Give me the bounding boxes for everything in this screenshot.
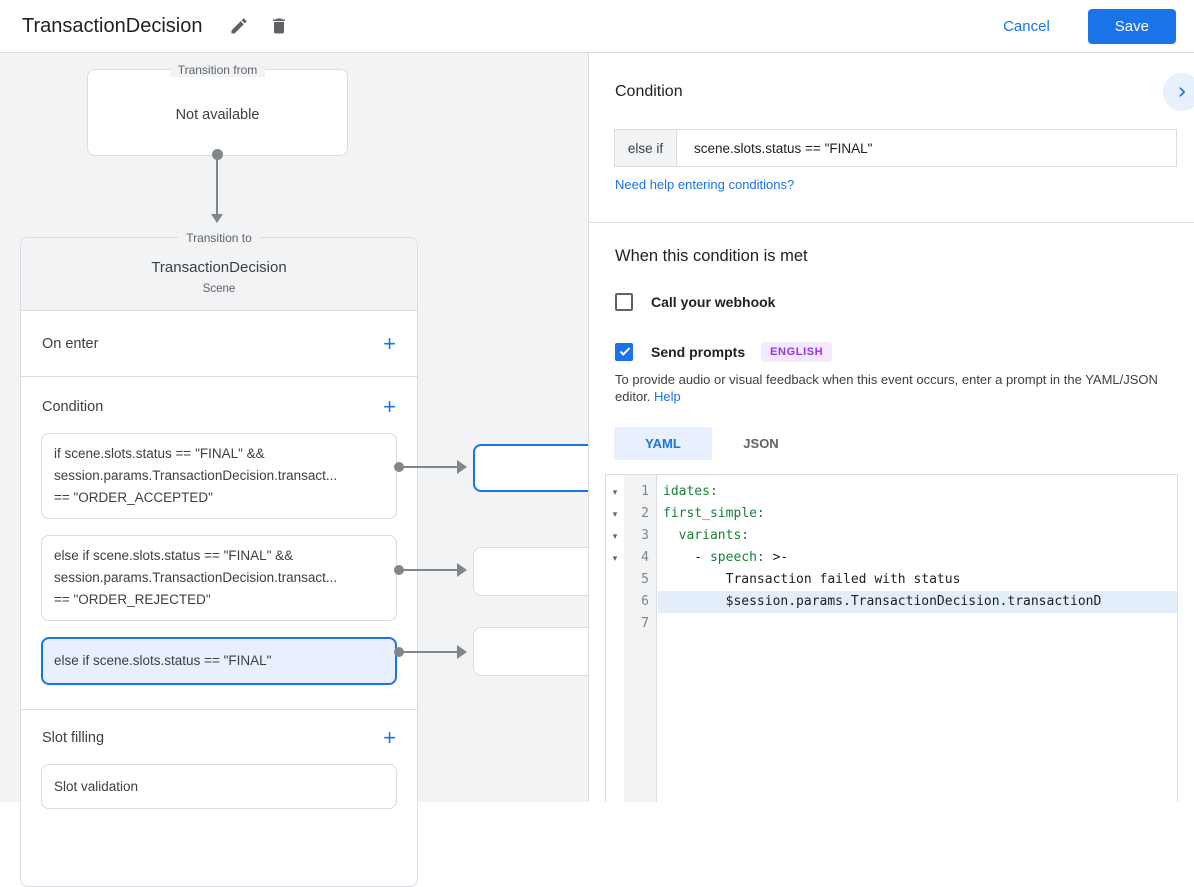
- code-line[interactable]: idates:: [658, 481, 1177, 503]
- collapse-panel-button[interactable]: [1163, 73, 1194, 111]
- condition-expression-row: else if scene.slots.status == "FINAL": [614, 129, 1177, 167]
- top-bar: TransactionDecision Cancel Save: [0, 0, 1194, 53]
- fold-arrow-icon[interactable]: ▾: [606, 547, 624, 569]
- condition-prefix-label: else if: [615, 130, 677, 166]
- scene-name: TransactionDecision: [21, 238, 417, 276]
- section-divider: [589, 222, 1194, 223]
- call-webhook-label: Call your webhook: [651, 294, 775, 310]
- panel-title: Condition: [615, 83, 683, 101]
- condition-detail-panel: Condition else if scene.slots.status == …: [588, 53, 1194, 802]
- line-number: 2: [624, 503, 656, 525]
- scene-card: Transition to TransactionDecision Scene …: [20, 237, 418, 887]
- code-line[interactable]: $session.params.TransactionDecision.tran…: [658, 591, 1177, 613]
- send-prompts-label: Send prompts: [651, 344, 745, 360]
- fold-spacer: [606, 613, 624, 635]
- editor-fold-column: ▾▾▾▾: [606, 475, 624, 802]
- condition-line: == "ORDER_ACCEPTED": [54, 487, 384, 509]
- add-on-enter-icon[interactable]: +: [383, 333, 396, 355]
- page-title: TransactionDecision: [22, 15, 202, 38]
- condition-connector: [394, 645, 474, 659]
- on-enter-label: On enter: [42, 336, 98, 352]
- tab-yaml[interactable]: YAML: [614, 427, 712, 460]
- code-line[interactable]: Transaction failed with status: [658, 569, 1177, 591]
- condition-section: Condition + if scene.slots.status == "FI…: [21, 377, 417, 710]
- edit-icon[interactable]: [229, 16, 249, 36]
- slot-validation-card[interactable]: Slot validation: [41, 764, 397, 809]
- transition-from-box: Transition from Not available: [87, 69, 348, 156]
- fold-arrow-icon[interactable]: ▾: [606, 525, 624, 547]
- editor-code-area[interactable]: idates:first_simple: variants: - speech:…: [658, 475, 1177, 802]
- code-line[interactable]: first_simple:: [658, 503, 1177, 525]
- save-button[interactable]: Save: [1088, 9, 1176, 44]
- fold-spacer: [606, 569, 624, 591]
- line-number: 4: [624, 547, 656, 569]
- condition-line: session.params.TransactionDecision.trans…: [54, 567, 384, 589]
- condition-line: session.params.TransactionDecision.trans…: [54, 465, 384, 487]
- scene-card-header[interactable]: TransactionDecision Scene: [21, 238, 417, 311]
- condition-line: else if scene.slots.status == "FINAL": [54, 650, 384, 672]
- language-badge: ENGLISH: [761, 342, 832, 362]
- condition-help-link[interactable]: Need help entering conditions?: [615, 177, 794, 192]
- chevron-right-icon: [1172, 82, 1192, 102]
- condition-line: if scene.slots.status == "FINAL" &&: [54, 443, 384, 465]
- transition-from-value: Not available: [88, 107, 347, 123]
- code-line[interactable]: [658, 613, 1177, 635]
- condition-card-accepted[interactable]: if scene.slots.status == "FINAL" && sess…: [41, 433, 397, 519]
- condition-connector: [394, 460, 474, 474]
- line-number: 6: [624, 591, 656, 613]
- add-condition-icon[interactable]: +: [383, 396, 396, 418]
- condition-card-final-selected[interactable]: else if scene.slots.status == "FINAL": [41, 637, 397, 685]
- condition-card-rejected[interactable]: else if scene.slots.status == "FINAL" &&…: [41, 535, 397, 621]
- send-prompts-checkbox[interactable]: [615, 343, 633, 361]
- line-number: 3: [624, 525, 656, 547]
- code-line[interactable]: variants:: [658, 525, 1177, 547]
- delete-icon[interactable]: [269, 16, 289, 36]
- prompt-description: To provide audio or visual feedback when…: [615, 371, 1171, 405]
- line-number: 5: [624, 569, 656, 591]
- prompt-description-text: To provide audio or visual feedback when…: [615, 372, 1158, 404]
- fold-arrow-icon[interactable]: ▾: [606, 481, 624, 503]
- call-webhook-checkbox[interactable]: [615, 293, 633, 311]
- on-enter-section: On enter +: [21, 311, 417, 377]
- fold-spacer: [606, 591, 624, 613]
- flow-arrowhead-icon: [211, 214, 223, 223]
- condition-line: == "ORDER_REJECTED": [54, 589, 384, 611]
- condition-line: else if scene.slots.status == "FINAL" &&: [54, 545, 384, 567]
- slot-filling-label: Slot filling: [42, 730, 104, 746]
- add-slot-icon[interactable]: +: [383, 727, 396, 749]
- line-number: 1: [624, 481, 656, 503]
- editor-tabs: YAML JSON: [614, 427, 810, 460]
- send-prompts-row[interactable]: Send prompts ENGLISH: [615, 342, 832, 362]
- cancel-button[interactable]: Cancel: [1003, 18, 1050, 35]
- help-link[interactable]: Help: [654, 389, 681, 404]
- slot-filling-section: Slot filling + Slot validation: [21, 710, 417, 826]
- condition-connector: [394, 563, 474, 577]
- line-number: 7: [624, 613, 656, 635]
- code-line[interactable]: - speech: >-: [658, 547, 1177, 569]
- transition-from-label: Transition from: [88, 61, 347, 79]
- when-condition-met-title: When this condition is met: [615, 247, 808, 266]
- tab-json[interactable]: JSON: [712, 427, 810, 460]
- condition-section-label: Condition: [42, 399, 103, 415]
- call-webhook-row[interactable]: Call your webhook: [615, 293, 775, 311]
- condition-expression-input[interactable]: scene.slots.status == "FINAL": [677, 130, 1176, 166]
- scene-type: Scene: [21, 283, 417, 295]
- fold-arrow-icon[interactable]: ▾: [606, 503, 624, 525]
- flow-connector-line: [216, 158, 218, 216]
